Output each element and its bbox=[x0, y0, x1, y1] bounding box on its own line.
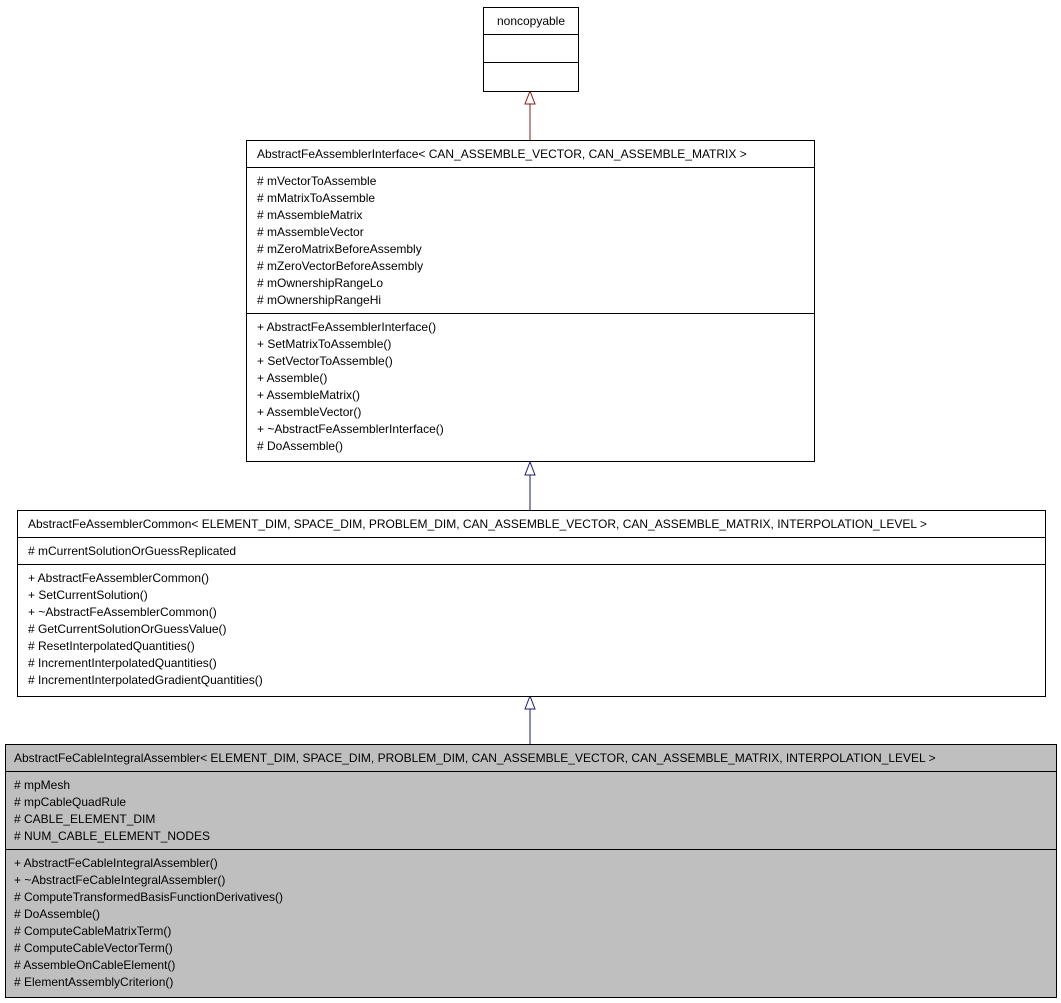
attribute: # mpMesh bbox=[14, 778, 71, 792]
class-box-abstract-fe-assembler-interface[interactable]: AbstractFeAssemblerInterface< CAN_ASSEMB… bbox=[246, 140, 815, 462]
class-name: noncopyable bbox=[484, 8, 578, 35]
attribute: # CABLE_ELEMENT_DIM bbox=[14, 812, 156, 826]
method: # GetCurrentSolutionOrGuessValue() bbox=[28, 622, 227, 636]
attribute: # mZeroMatrixBeforeAssembly bbox=[257, 242, 422, 256]
class-name: AbstractFeCableIntegralAssembler< ELEMEN… bbox=[6, 745, 1056, 772]
attribute: # mVectorToAssemble bbox=[257, 174, 377, 188]
class-box-noncopyable[interactable]: noncopyable bbox=[483, 7, 579, 92]
method: # DoAssemble() bbox=[14, 907, 101, 921]
method: + SetCurrentSolution() bbox=[28, 588, 148, 602]
method: + ~AbstractFeAssemblerInterface() bbox=[257, 422, 444, 436]
attributes-section bbox=[484, 35, 578, 63]
attribute: # NUM_CABLE_ELEMENT_NODES bbox=[14, 829, 211, 843]
class-name: AbstractFeAssemblerInterface< CAN_ASSEMB… bbox=[247, 141, 814, 168]
method: + SetVectorToAssemble() bbox=[257, 354, 393, 368]
method: + ~AbstractFeAssemblerCommon() bbox=[28, 605, 217, 619]
attribute: # mpCableQuadRule bbox=[14, 795, 127, 809]
method: # IncrementInterpolatedQuantities() bbox=[28, 656, 217, 670]
class-box-abstract-fe-cable-integral-assembler: AbstractFeCableIntegralAssembler< ELEMEN… bbox=[5, 744, 1057, 998]
method: # ComputeCableVectorTerm() bbox=[14, 941, 173, 955]
method: + AbstractFeAssemblerCommon() bbox=[28, 571, 210, 585]
attribute: # mOwnershipRangeHi bbox=[257, 293, 382, 307]
attribute: # mAssembleMatrix bbox=[257, 208, 363, 222]
attribute: # mOwnershipRangeLo bbox=[257, 276, 384, 290]
method: + SetMatrixToAssemble() bbox=[257, 337, 392, 351]
edge-common-to-interface bbox=[524, 460, 536, 510]
method: # IncrementInterpolatedGradientQuantitie… bbox=[28, 673, 263, 687]
methods-section bbox=[484, 63, 578, 91]
attribute: # mCurrentSolutionOrGuessReplicated bbox=[28, 544, 237, 558]
method: # AssembleOnCableElement() bbox=[14, 958, 176, 972]
method: # DoAssemble() bbox=[257, 439, 344, 453]
class-box-abstract-fe-assembler-common[interactable]: AbstractFeAssemblerCommon< ELEMENT_DIM, … bbox=[17, 510, 1046, 697]
attribute: # mAssembleVector bbox=[257, 225, 364, 239]
methods-section: + AbstractFeCableIntegralAssembler() + ~… bbox=[6, 850, 1056, 995]
method: + AssembleVector() bbox=[257, 405, 362, 419]
attribute: # mZeroVectorBeforeAssembly bbox=[257, 259, 424, 273]
method: # ComputeTransformedBasisFunctionDerivat… bbox=[14, 890, 283, 904]
attributes-section: # mCurrentSolutionOrGuessReplicated bbox=[18, 538, 1045, 565]
method: + AbstractFeAssemblerInterface() bbox=[257, 320, 437, 334]
method: # ComputeCableMatrixTerm() bbox=[14, 924, 172, 938]
attributes-section: # mVectorToAssemble # mMatrixToAssemble … bbox=[247, 168, 814, 314]
edge-interface-to-noncopyable bbox=[524, 89, 536, 140]
edge-cable-to-common bbox=[524, 694, 536, 744]
attributes-section: # mpMesh # mpCableQuadRule # CABLE_ELEME… bbox=[6, 772, 1056, 850]
class-name: AbstractFeAssemblerCommon< ELEMENT_DIM, … bbox=[18, 511, 1045, 538]
methods-section: + AbstractFeAssemblerInterface() + SetMa… bbox=[247, 314, 814, 459]
method: + AbstractFeCableIntegralAssembler() bbox=[14, 856, 218, 870]
methods-section: + AbstractFeAssemblerCommon() + SetCurre… bbox=[18, 565, 1045, 693]
method: + AssembleMatrix() bbox=[257, 388, 361, 402]
method: + ~AbstractFeCableIntegralAssembler() bbox=[14, 873, 226, 887]
method: # ResetInterpolatedQuantities() bbox=[28, 639, 195, 653]
method: + Assemble() bbox=[257, 371, 328, 385]
method: # ElementAssemblyCriterion() bbox=[14, 975, 174, 989]
attribute: # mMatrixToAssemble bbox=[257, 191, 376, 205]
